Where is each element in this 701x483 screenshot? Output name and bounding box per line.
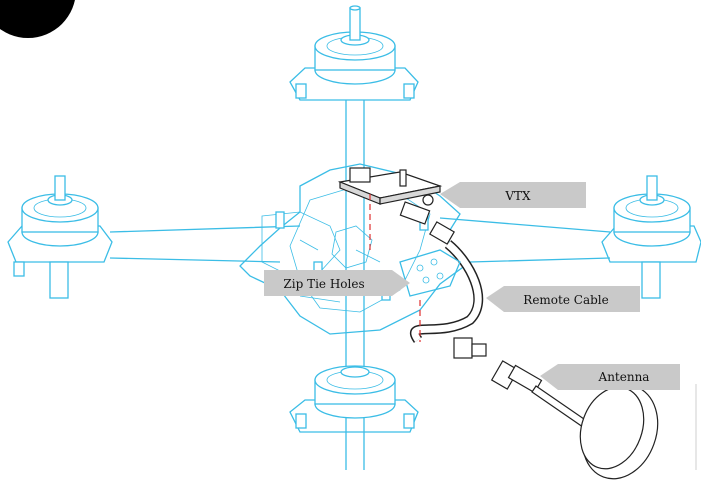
vtx-board xyxy=(337,167,443,225)
zip-tie-holes-block xyxy=(399,249,461,297)
callout-zip-tie-holes: Zip Tie Holes xyxy=(264,270,410,296)
motor-left xyxy=(7,175,113,299)
motor-right xyxy=(601,175,701,299)
motor-top xyxy=(289,5,419,101)
dashed-guides xyxy=(369,194,421,342)
callout-vtx-label: VTX xyxy=(504,189,531,203)
antenna xyxy=(490,360,659,480)
callout-remote-cable-label: Remote Cable xyxy=(523,293,608,307)
remote-cable xyxy=(410,221,487,359)
callout-zip-tie-holes-label: Zip Tie Holes xyxy=(283,277,364,291)
callout-vtx: VTX xyxy=(440,182,586,208)
callout-antenna-label: Antenna xyxy=(598,370,650,384)
callout-remote-cable: Remote Cable xyxy=(486,286,640,312)
motor-bottom xyxy=(289,365,419,433)
corner-badge xyxy=(0,0,75,38)
callout-antenna: Antenna xyxy=(540,364,680,390)
